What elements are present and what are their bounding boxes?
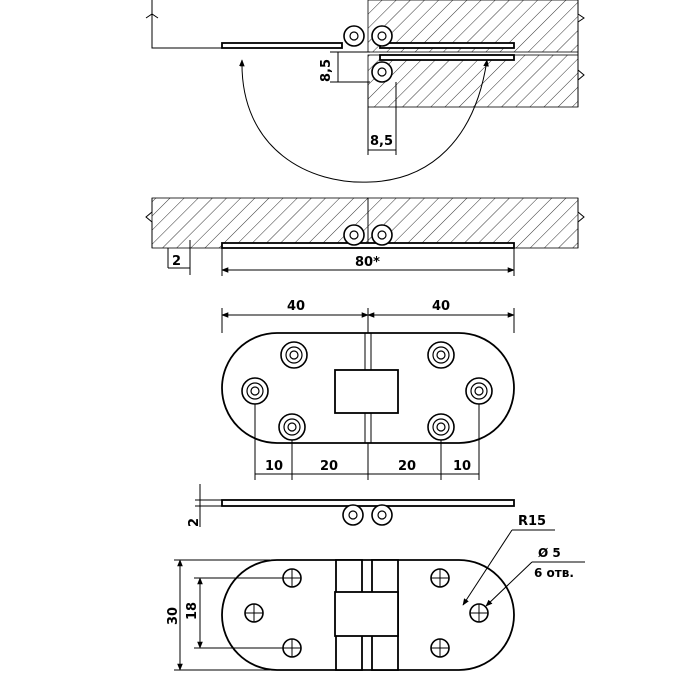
dim-gap-horizontal: 8,5 <box>370 134 393 149</box>
dim-radius: R15 <box>518 514 546 529</box>
swing-section-view: 8,5 8,5 <box>145 0 585 183</box>
dim-thickness-top: 2 <box>172 254 181 269</box>
dim-half-left: 40 <box>287 299 305 314</box>
plan-view: 40 40 10 20 20 10 <box>221 299 515 480</box>
hinge-plate-right <box>379 42 515 49</box>
dim-left-inner: 20 <box>320 459 338 474</box>
hinge-knuckle-lower <box>371 61 393 83</box>
side-plate <box>221 499 515 507</box>
tabletop-lower <box>367 54 579 108</box>
dim-half-right: 40 <box>432 299 450 314</box>
side-profile-view: 2 <box>187 484 515 527</box>
dim-width-total: 30 <box>166 607 181 625</box>
side-knuckle <box>342 504 393 526</box>
hinge-knuckle-upper <box>343 25 393 47</box>
dim-overall-length: 80* <box>355 255 380 270</box>
dim-hole-diameter: Ø 5 <box>538 546 561 560</box>
swing-arc <box>239 59 489 183</box>
tabletop-right <box>367 197 579 249</box>
dim-gap-vertical: 8,5 <box>319 59 334 82</box>
countersunk-holes <box>241 341 493 441</box>
flat-section-view: 2 80* <box>145 197 585 276</box>
dim-hole-count: 6 отв. <box>534 566 574 580</box>
dim-width-holes: 18 <box>185 602 200 620</box>
dim-left-outer: 10 <box>265 459 283 474</box>
bottom-knuckle <box>334 591 399 637</box>
hinge-plate-left <box>221 42 343 49</box>
bottom-holes <box>244 568 489 658</box>
flat-hinge-knuckle <box>343 224 393 246</box>
tabletop-left <box>151 197 369 249</box>
bottom-plan-view: 30 18 R15 Ø 5 6 отв. <box>166 514 585 671</box>
dim-right-inner: 20 <box>398 459 416 474</box>
hinge-knuckle-plan <box>334 369 399 414</box>
dim-right-outer: 10 <box>453 459 471 474</box>
dim-thickness-side: 2 <box>187 518 202 527</box>
flat-hinge-plate <box>221 242 515 249</box>
